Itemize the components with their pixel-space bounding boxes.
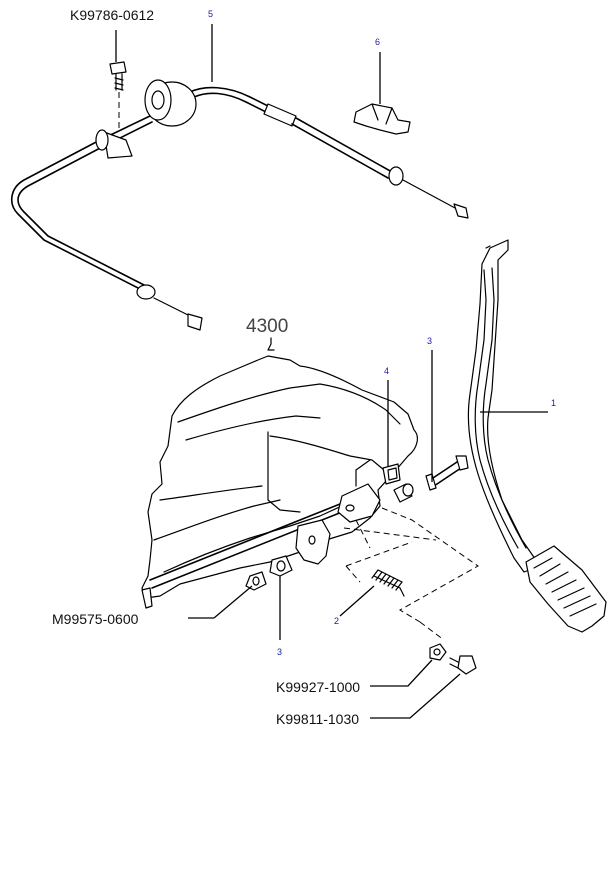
bushing-bottom-icon (269, 555, 293, 577)
callout-4: 4 (384, 366, 389, 376)
firewall-grommet (144, 79, 197, 127)
pedal-mounting-bracket (141, 355, 418, 609)
return-spring-icon (371, 569, 405, 597)
cable-sleeve (263, 103, 297, 127)
callout-3-top: 3 (427, 336, 432, 346)
pedal-stopper-icon (382, 463, 401, 485)
callout-2: 2 (334, 616, 339, 626)
part-number-nut-bottom: K99927-1000 (276, 679, 360, 695)
leader-lines (115, 24, 548, 719)
callout-5: 5 (208, 9, 213, 19)
nut-left-icon (245, 571, 267, 591)
callout-3-bottom: 3 (277, 647, 282, 657)
cable-end-fitting-left (136, 284, 156, 300)
nut-bottom-icon (429, 643, 447, 661)
bolt-top-icon (109, 61, 127, 130)
part-number-nut-left: M99575-0600 (52, 611, 139, 627)
assembly-dashed-lines (343, 507, 479, 641)
part-number-top-bolt: K99786-0612 (70, 7, 154, 23)
callout-1: 1 (551, 398, 556, 408)
accelerator-pedal-arm (425, 239, 607, 633)
cable-clip-icon (353, 103, 411, 135)
cable-clip-bracket (95, 129, 133, 159)
cable-end-nipple-right (453, 203, 469, 219)
bolt-bottom-icon (449, 655, 477, 675)
cable-end-fitting-right (388, 166, 404, 186)
cable-end-nipple-left (187, 313, 203, 331)
callout-6: 6 (375, 37, 380, 47)
accelerator-cable (11, 86, 469, 331)
group-number-label: 4300 (246, 316, 288, 337)
part-number-bolt-bottom: K99811-1030 (276, 711, 359, 727)
bushing-top-icon (393, 483, 414, 503)
